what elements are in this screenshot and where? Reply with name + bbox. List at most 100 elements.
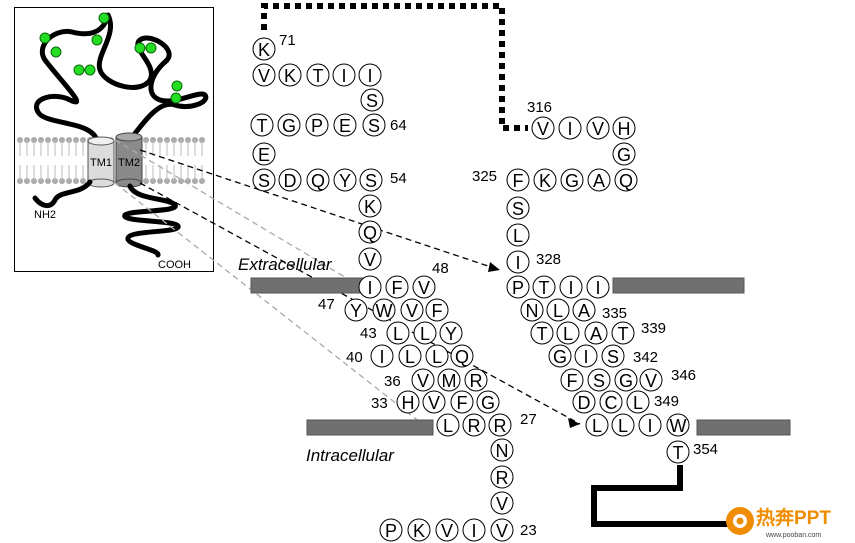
residue-letter: V bbox=[592, 119, 604, 139]
residue-number: 40 bbox=[346, 349, 363, 366]
residue: S bbox=[360, 88, 384, 112]
residue: V bbox=[435, 518, 459, 542]
residue: Y bbox=[344, 298, 368, 322]
residue: I bbox=[462, 518, 486, 542]
residue: N bbox=[520, 298, 544, 322]
residue: L bbox=[556, 321, 580, 345]
residue-letter: G bbox=[565, 171, 579, 191]
residue-letter: L bbox=[405, 347, 415, 367]
residue: L bbox=[626, 390, 650, 414]
residue-letter: P bbox=[385, 521, 397, 541]
residue: P bbox=[379, 518, 403, 542]
residue: I bbox=[638, 413, 662, 437]
inset-tm1-cylinder: TM1 bbox=[87, 136, 115, 188]
residue: S bbox=[252, 168, 276, 192]
residue-letter: L bbox=[633, 393, 643, 413]
residue: T bbox=[306, 63, 330, 87]
residue: V bbox=[490, 518, 514, 542]
residue: S bbox=[601, 344, 625, 368]
residue-number: 54 bbox=[390, 170, 407, 187]
residue-letter: I bbox=[341, 66, 346, 86]
residue-letter: D bbox=[578, 393, 591, 413]
residue: T bbox=[532, 275, 556, 299]
residue: L bbox=[611, 413, 635, 437]
inset-disulfide-dots bbox=[39, 12, 183, 104]
residue: D bbox=[278, 168, 302, 192]
residue: P bbox=[305, 113, 329, 137]
residue-letter: T bbox=[537, 324, 548, 344]
residue-letter: L bbox=[563, 324, 573, 344]
residue-number: 316 bbox=[527, 99, 552, 116]
residue: L bbox=[386, 321, 410, 345]
residue-letter: S bbox=[512, 199, 524, 219]
residue-letter: G bbox=[282, 116, 296, 136]
residue: S bbox=[362, 113, 386, 137]
residue-letter: V bbox=[537, 119, 549, 139]
residue-letter: E bbox=[258, 145, 270, 165]
residue-letter: V bbox=[258, 66, 270, 86]
residue-letter: F bbox=[457, 393, 468, 413]
residue-letter: S bbox=[258, 171, 270, 191]
residue: G bbox=[277, 113, 301, 137]
c-terminal-link-solid bbox=[591, 465, 730, 527]
logo-brand: 热奔PPT bbox=[756, 506, 831, 529]
residue: K bbox=[278, 63, 302, 87]
residue: I bbox=[506, 250, 530, 274]
residue-letter: L bbox=[513, 226, 523, 246]
residue-letter: R bbox=[468, 416, 481, 436]
membrane-bars bbox=[250, 277, 791, 436]
residue: K bbox=[407, 518, 431, 542]
residue: T bbox=[530, 321, 554, 345]
extracellular-link-dotted bbox=[261, 3, 528, 131]
residue-letter: K bbox=[258, 40, 270, 60]
residue-letter: V bbox=[496, 521, 508, 541]
residue-letter: L bbox=[618, 416, 628, 436]
residue: Q bbox=[450, 344, 474, 368]
residue-letter: K bbox=[539, 171, 551, 191]
residue-number: 33 bbox=[371, 395, 388, 412]
inset-tm2-cylinder: TM2 bbox=[115, 132, 143, 188]
residue-letter: H bbox=[618, 119, 631, 139]
residue: E bbox=[333, 113, 357, 137]
residue: S bbox=[359, 168, 383, 192]
residue: F bbox=[425, 298, 449, 322]
residue: C bbox=[599, 390, 623, 414]
tm1-label: TM1 bbox=[90, 157, 112, 169]
residue: I bbox=[586, 275, 610, 299]
residue-letter: P bbox=[311, 116, 323, 136]
residue: A bbox=[584, 321, 608, 345]
residue: V bbox=[422, 390, 446, 414]
residue: P bbox=[506, 275, 530, 299]
residue: I bbox=[574, 344, 598, 368]
residue: G bbox=[614, 368, 638, 392]
residue: T bbox=[666, 440, 690, 464]
residue-letter: I bbox=[367, 278, 372, 298]
residue-letter: P bbox=[512, 278, 524, 298]
inset-membrane bbox=[17, 137, 205, 184]
residue-letter: Y bbox=[339, 171, 351, 191]
residue: F bbox=[506, 168, 530, 192]
residue-letter: E bbox=[339, 116, 351, 136]
residue: V bbox=[412, 275, 436, 299]
logo-url: www.pooban.com bbox=[765, 532, 821, 539]
residue-letter: T bbox=[618, 324, 629, 344]
residue-letter: L bbox=[420, 324, 430, 344]
inset-extracellular-loop bbox=[34, 12, 209, 143]
residue-letter: S bbox=[368, 116, 380, 136]
residue: G bbox=[476, 390, 500, 414]
residue-letter: I bbox=[583, 347, 588, 367]
residue-letter: I bbox=[567, 119, 572, 139]
residue-letter: T bbox=[313, 66, 324, 86]
residue: R bbox=[490, 465, 514, 489]
inset-c-terminal-tail bbox=[122, 183, 181, 258]
residue: R bbox=[462, 413, 486, 437]
residue-letter: G bbox=[617, 145, 631, 165]
residue-letter: L bbox=[443, 416, 453, 436]
residue: A bbox=[572, 298, 596, 322]
residue-number: 27 bbox=[520, 411, 537, 428]
residue-letter: L bbox=[592, 416, 602, 436]
residue: L bbox=[585, 413, 609, 437]
site-logo: 热奔PPT www.pooban.com bbox=[726, 506, 831, 539]
residue: G bbox=[612, 142, 636, 166]
